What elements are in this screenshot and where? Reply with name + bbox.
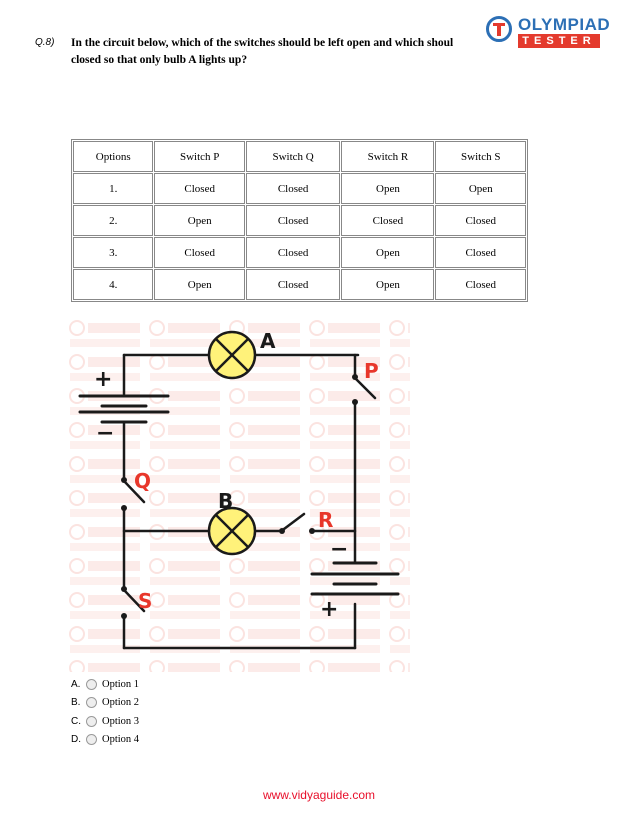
bulb-b-label: B [218, 489, 233, 513]
table-cell: 2. [73, 205, 154, 236]
battery-left [78, 394, 170, 424]
table-cell: Open [341, 173, 435, 204]
logo-emblem-icon [486, 16, 512, 42]
answer-text: Option 2 [102, 697, 140, 709]
table-cell: Open [435, 173, 526, 204]
battery-right-minus: − [330, 537, 348, 562]
table-cell: Open [154, 205, 245, 236]
table-cell: Closed [154, 173, 245, 204]
switch-q-label: Q [134, 469, 151, 493]
switch-p-label: P [364, 359, 379, 383]
answer-text: Option 3 [102, 715, 140, 727]
radio-button[interactable] [86, 697, 97, 709]
table-cell: Open [341, 237, 435, 268]
radio-button[interactable] [86, 734, 97, 746]
table-cell: 3. [73, 237, 154, 268]
table-cell: Closed [245, 173, 341, 204]
table-header-cell: Options [73, 141, 154, 172]
table-cell: Closed [245, 269, 341, 300]
table-cell: Open [154, 269, 245, 300]
answer-option-d[interactable]: D. Option 4 [71, 731, 139, 750]
question-text: In the circuit below, which of the switc… [71, 37, 454, 66]
answer-letter: C. [71, 715, 81, 727]
logo-bottom-text: TESTER [518, 34, 600, 48]
answer-options: A. Option 1 B. Option 2 C. Option 3 D. O… [71, 675, 139, 749]
switch-q [121, 477, 146, 511]
table-cell: Closed [245, 237, 341, 268]
table-row: 4. Open Closed Open Closed [73, 269, 526, 300]
table-cell: Closed [435, 269, 526, 300]
answer-letter: A. [71, 678, 81, 690]
table-cell: 1. [73, 173, 154, 204]
olympiad-tester-logo: OLYMPIAD TESTER [486, 15, 610, 52]
answer-text: Option 4 [102, 734, 140, 746]
circuit-diagram: A B P Q R S + − − + [68, 318, 410, 672]
switch-p [352, 374, 377, 405]
answer-text: Option 1 [102, 678, 140, 690]
radio-button[interactable] [86, 715, 97, 727]
switch-s [121, 586, 146, 619]
radio-button[interactable] [86, 678, 97, 690]
table-cell: Closed [154, 237, 245, 268]
switch-r-label: R [318, 508, 333, 532]
table-header-row: Options Switch P Switch Q Switch R Switc… [73, 141, 526, 172]
switch-s-label: S [138, 589, 152, 613]
footer-link[interactable]: www.vidyaguide.com [262, 788, 376, 802]
table-row: 1. Closed Closed Open Open [73, 173, 526, 204]
battery-right [310, 561, 400, 596]
question-number: Q.8) [35, 37, 55, 48]
circuit-wires [122, 353, 360, 650]
table-cell: Closed [245, 205, 341, 236]
answer-option-b[interactable]: B. Option 2 [71, 694, 139, 713]
bulb-a-label: A [260, 329, 276, 353]
table-cell: Closed [435, 205, 526, 236]
table-cell: 4. [73, 269, 154, 300]
logo-top-text: OLYMPIAD [518, 15, 611, 34]
options-table: Options Switch P Switch Q Switch R Switc… [71, 139, 528, 302]
battery-left-minus: − [96, 421, 114, 446]
battery-left-plus: + [94, 367, 112, 392]
table-header-cell: Switch S [435, 141, 526, 172]
table-header-cell: Switch R [341, 141, 435, 172]
table-header-cell: Switch Q [245, 141, 341, 172]
battery-right-plus: + [320, 597, 338, 622]
answer-option-a[interactable]: A. Option 1 [71, 675, 139, 694]
switch-r [279, 512, 315, 534]
answer-option-c[interactable]: C. Option 3 [71, 712, 139, 731]
answer-letter: D. [71, 734, 81, 746]
table-cell: Closed [341, 205, 435, 236]
table-row: 3. Closed Closed Open Closed [73, 237, 526, 268]
table-row: 2. Open Closed Closed Closed [73, 205, 526, 236]
answer-letter: B. [71, 697, 81, 709]
table-cell: Open [341, 269, 435, 300]
table-cell: Closed [435, 237, 526, 268]
bulb-b-icon [207, 506, 257, 556]
bulb-a-icon [207, 330, 257, 380]
table-header-cell: Switch P [154, 141, 245, 172]
